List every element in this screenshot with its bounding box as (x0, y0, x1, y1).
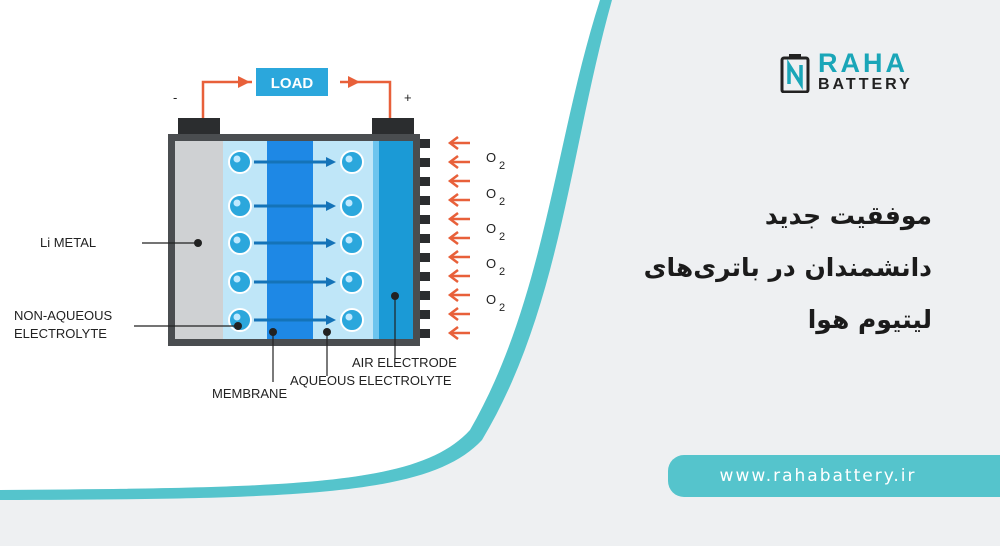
ion-left (228, 231, 252, 255)
comb-tooth (420, 272, 430, 281)
ion-highlight (345, 199, 353, 207)
headline-line-2: دانشمندان در باتری‌های (643, 253, 932, 282)
membrane-label: MEMBRANE (212, 386, 287, 401)
aqueous-electrolyte-label: AQUEOUS ELECTROLYTE (290, 373, 452, 388)
headline-line-1: موفقیت جدید (764, 201, 932, 230)
comb-tooth (420, 253, 430, 262)
oxygen-label: O (486, 186, 496, 201)
comb-tooth (420, 291, 430, 300)
ion-left (228, 270, 252, 294)
ion-flow-arrow (326, 315, 336, 325)
wire-arrow-right (348, 76, 360, 88)
ion-highlight (345, 155, 353, 163)
oxygen-arrow-head (447, 269, 459, 283)
plus-sign: + (404, 90, 412, 105)
non-aqueous-dot (234, 322, 242, 330)
battery-logo-icon (780, 54, 810, 93)
oxygen-subscript: 2 (499, 231, 505, 243)
ion-row (228, 270, 364, 294)
ion-highlight (345, 313, 353, 321)
li-metal-dot (194, 239, 202, 247)
comb-tooth (420, 310, 430, 319)
ion-flow-arrow (326, 277, 336, 287)
oxygen-arrow-head (447, 193, 459, 207)
non-aqueous-label-2: ELECTROLYTE (14, 326, 107, 341)
comb-tooth (420, 177, 430, 186)
ion-left (228, 194, 252, 218)
oxygen-label: O (486, 150, 496, 165)
ion-right (340, 231, 364, 255)
load-box (256, 68, 328, 96)
website-bar: www.rahabattery.ir (668, 455, 1000, 497)
oxygen-arrow-head (447, 307, 459, 321)
oxygen-arrow-head (447, 155, 459, 169)
oxygen-arrow-head (447, 212, 459, 226)
oxygen-subscript: 2 (499, 302, 505, 314)
ion-right (340, 308, 364, 332)
oxygen-arrow-head (447, 231, 459, 245)
oxygen-arrow-head (447, 174, 459, 188)
minus-sign: - (173, 90, 177, 105)
comb-tooth (420, 215, 430, 224)
wire-arrow-left (238, 76, 250, 88)
ion-row (228, 194, 364, 218)
membrane-dot (269, 328, 277, 336)
air-electrode-edge (373, 141, 379, 339)
ion-flow-arrow (326, 238, 336, 248)
ion-highlight (233, 313, 241, 321)
load-label: LOAD (271, 75, 314, 92)
oxygen-subscript: 2 (499, 266, 505, 278)
website-link[interactable]: www.rahabattery.ir (719, 466, 917, 486)
ion-right (340, 270, 364, 294)
headline-line-3: لیتیوم هوا (807, 305, 932, 334)
ion-flow-arrow (326, 157, 336, 167)
li-metal-label: Li METAL (40, 235, 96, 250)
comb-tooth (420, 196, 430, 205)
comb-tooth (420, 139, 430, 148)
ion-highlight (345, 236, 353, 244)
comb-tooth (420, 329, 430, 338)
ion-highlight (233, 155, 241, 163)
non-aqueous-label-1: NON-AQUEOUS (14, 308, 113, 323)
positive-terminal (372, 118, 414, 136)
ion-highlight (233, 275, 241, 283)
oxygen-label: O (486, 292, 496, 307)
ion-right (340, 150, 364, 174)
comb-tooth (420, 234, 430, 243)
ion-row (228, 231, 364, 255)
air-electrode-dot (391, 292, 399, 300)
oxygen-arrow-head (447, 288, 459, 302)
oxygen-subscript: 2 (499, 160, 505, 172)
negative-terminal (178, 118, 220, 136)
oxygen-arrow-head (447, 250, 459, 264)
oxygen-arrow-head (447, 326, 459, 340)
air-electrode-layer (373, 141, 413, 339)
ion-right (340, 194, 364, 218)
oxygen-arrow-head (447, 136, 459, 150)
oxygen-label: O (486, 256, 496, 271)
ion-highlight (345, 275, 353, 283)
oxygen-subscript: 2 (499, 196, 505, 208)
membrane-layer (267, 141, 313, 339)
ion-flow-arrow (326, 201, 336, 211)
brand-name-bottom: BATTERY (818, 76, 913, 93)
brand-name-top: RAHA (818, 48, 908, 78)
air-electrode-comb (420, 139, 430, 338)
ion-highlight (233, 199, 241, 207)
ion-row (228, 150, 364, 174)
aqueous-dot (323, 328, 331, 336)
ion-highlight (233, 236, 241, 244)
comb-tooth (420, 158, 430, 167)
ion-left (228, 150, 252, 174)
headline: موفقیت جدید دانشمندان در باتری‌های لیتیو… (602, 190, 932, 346)
oxygen-label: O (486, 221, 496, 236)
air-electrode-label: AIR ELECTRODE (352, 355, 457, 370)
